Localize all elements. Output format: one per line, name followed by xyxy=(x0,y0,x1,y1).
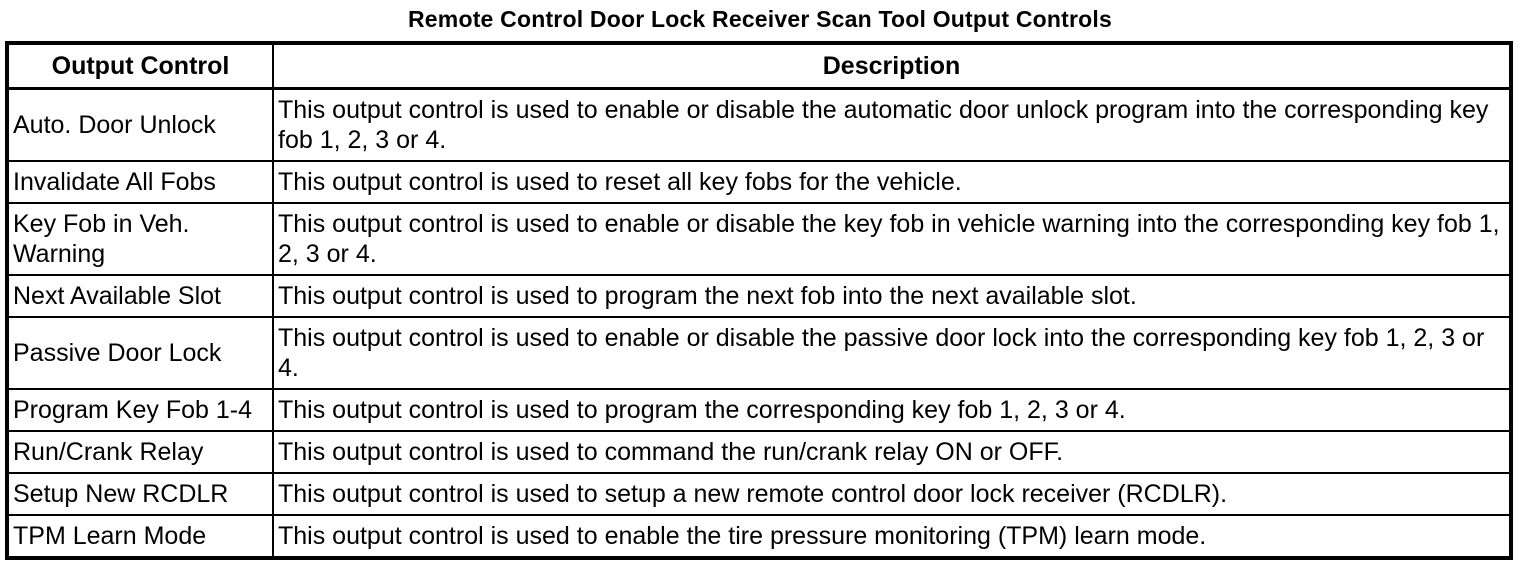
output-control-cell: Next Available Slot xyxy=(6,274,274,318)
description-cell: This output control is used to reset all… xyxy=(272,160,1512,204)
description-cell: This output control is used to setup a n… xyxy=(272,472,1512,516)
description-cell: This output control is used to program t… xyxy=(272,388,1512,432)
description-cell: This output control is used to enable th… xyxy=(272,514,1512,559)
table-title: Remote Control Door Lock Receiver Scan T… xyxy=(408,6,1112,32)
description-cell: This output control is used to program t… xyxy=(272,274,1512,318)
description-cell: This output control is used to command t… xyxy=(272,430,1512,474)
output-control-cell: Key Fob in Veh. Warning xyxy=(6,202,274,276)
output-control-cell: TPM Learn Mode xyxy=(6,514,274,559)
column-header-output-control: Output Control xyxy=(6,42,274,90)
output-control-cell: Program Key Fob 1-4 xyxy=(6,388,274,432)
column-header-description: Description xyxy=(272,42,1512,90)
description-cell: This output control is used to enable or… xyxy=(272,316,1512,390)
output-control-cell: Passive Door Lock xyxy=(6,316,274,390)
output-control-cell: Run/Crank Relay xyxy=(6,430,274,474)
output-control-cell: Invalidate All Fobs xyxy=(6,160,274,204)
description-cell: This output control is used to enable or… xyxy=(272,202,1512,276)
output-control-cell: Setup New RCDLR xyxy=(6,472,274,516)
header-row: Output Control Description xyxy=(6,42,1512,90)
description-cell: This output control is used to enable or… xyxy=(272,87,1512,162)
output-control-cell: Auto. Door Unlock xyxy=(6,87,274,162)
output-controls-table: Output Control Description Auto. Door Un… xyxy=(5,41,1513,560)
